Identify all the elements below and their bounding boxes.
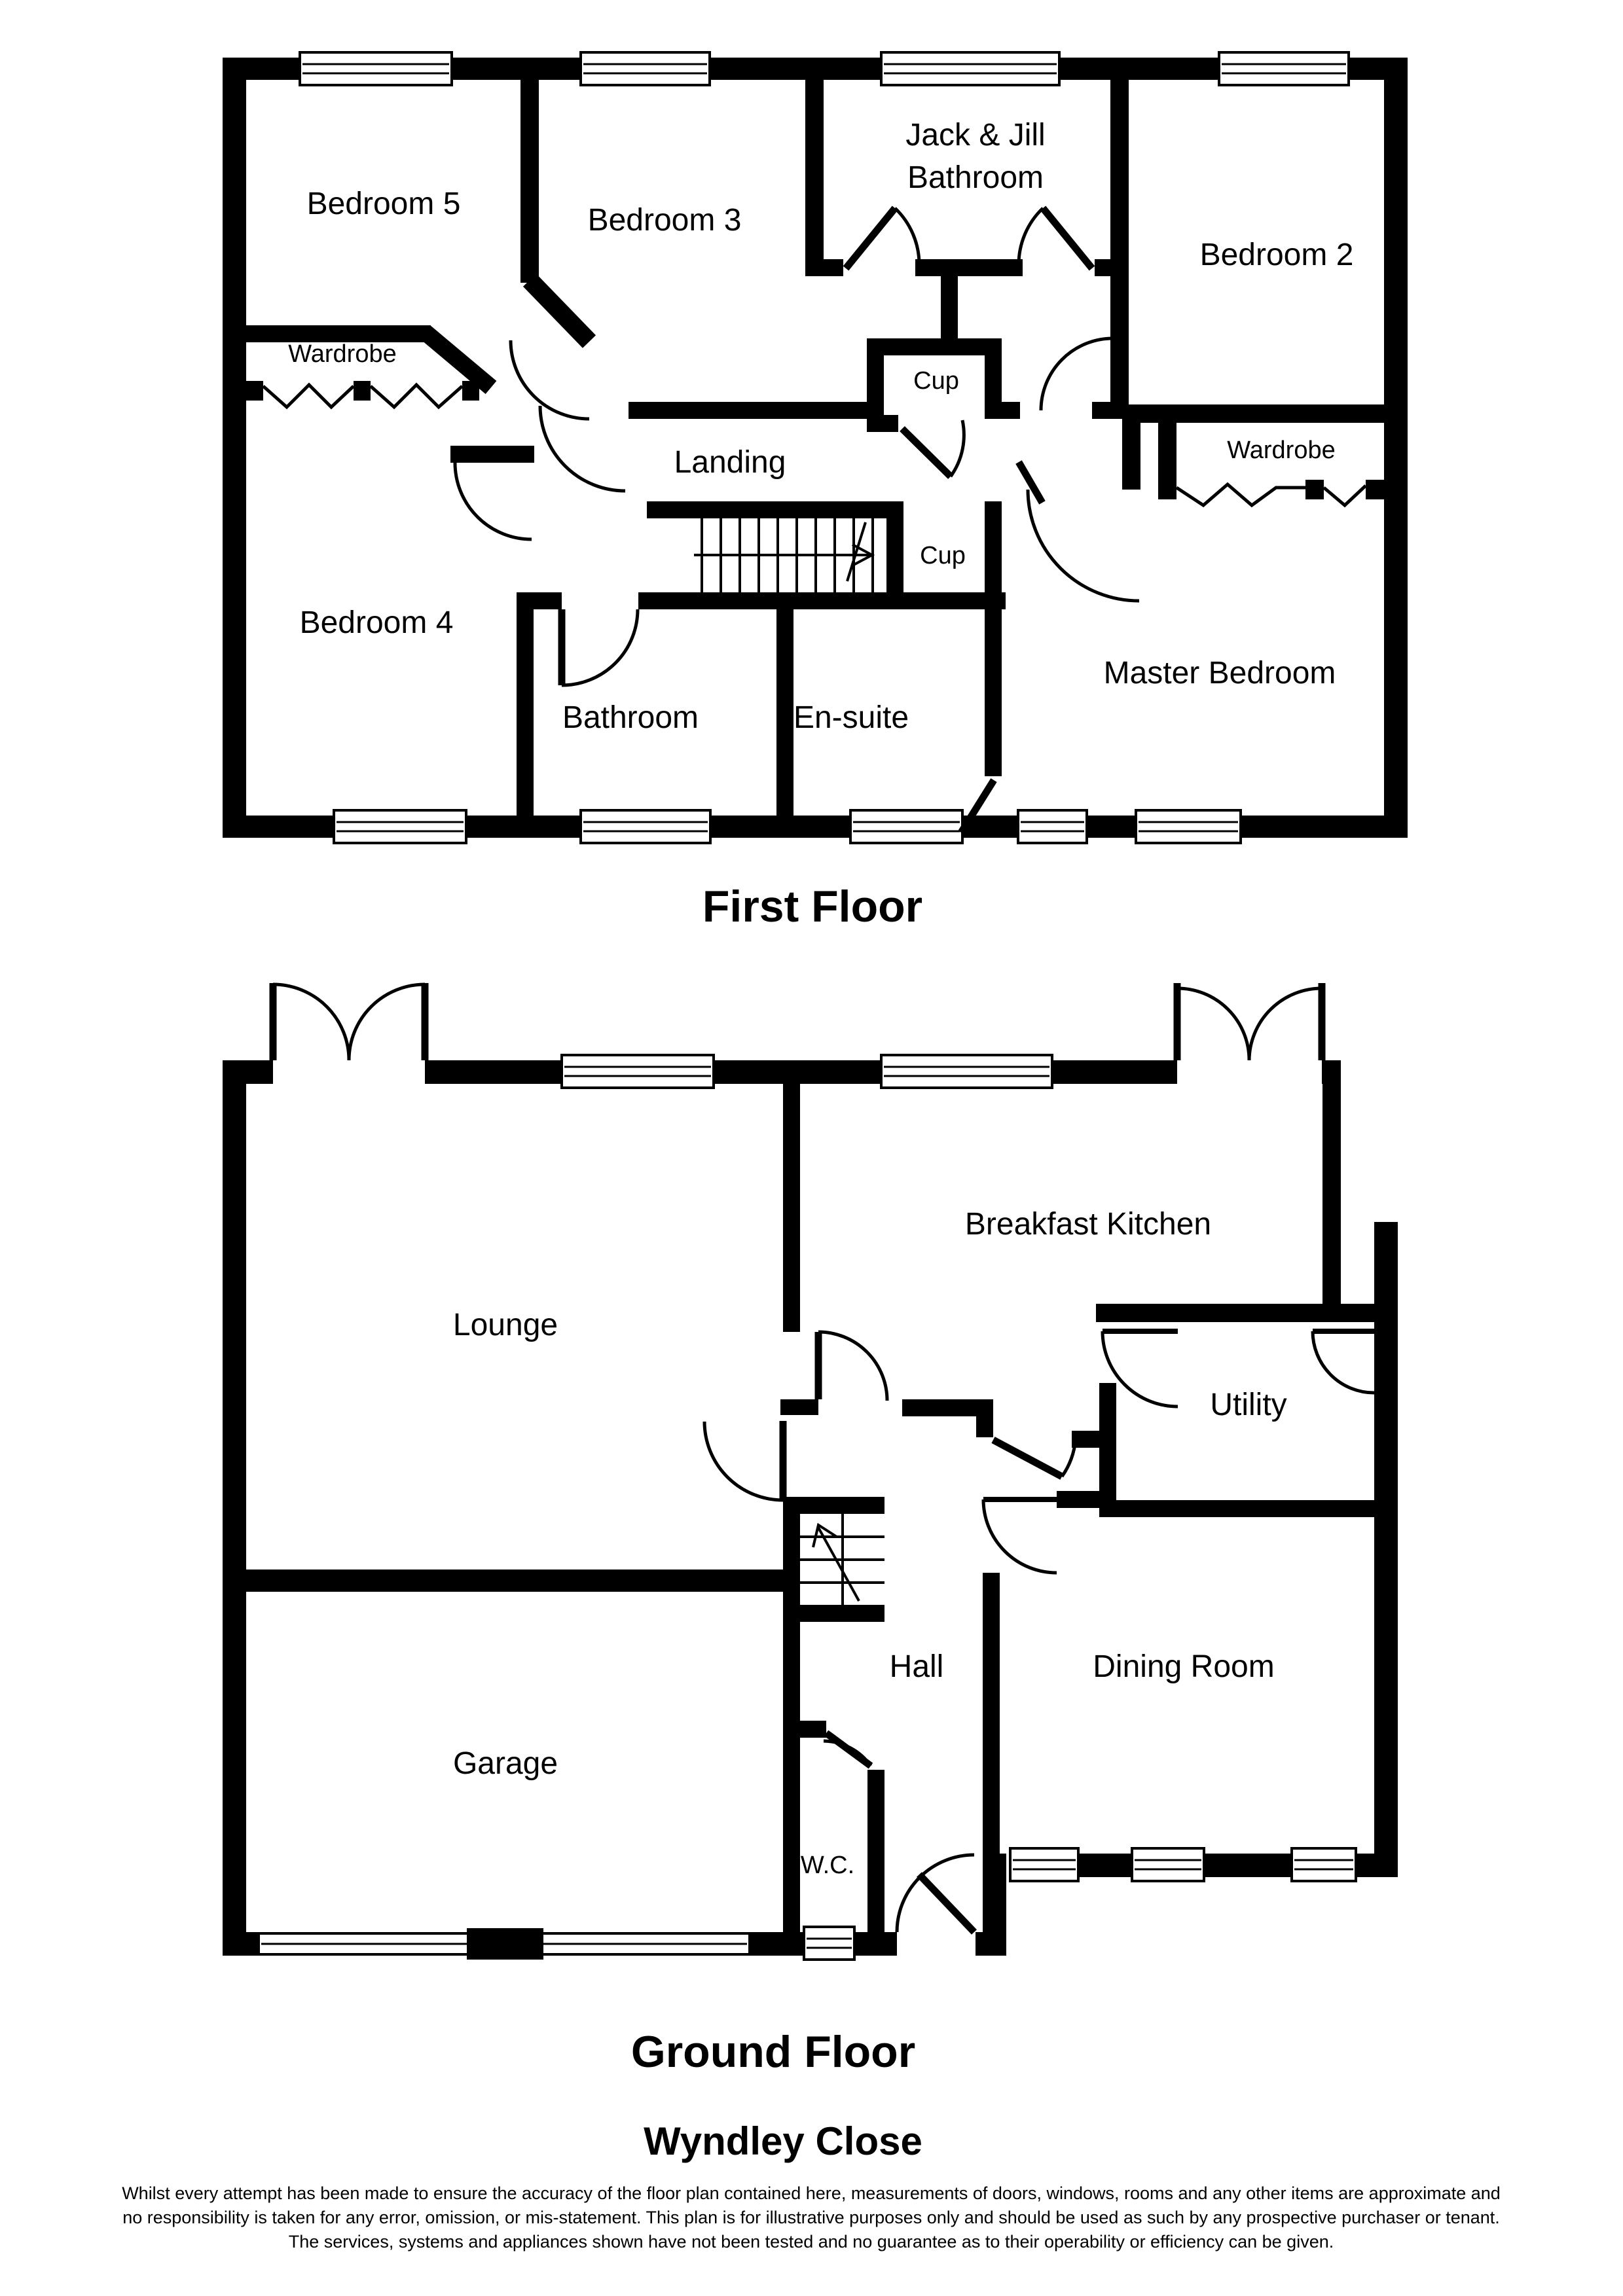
- room-label-utility: Utility: [1210, 1388, 1286, 1422]
- master-bedroom-door-arc: [1026, 489, 1140, 603]
- ground-floor-interior-walls: [246, 1084, 1374, 1932]
- master-bedroom-door-leaf: [1015, 460, 1046, 505]
- wc-door-leaf: [824, 1730, 873, 1769]
- garage-doors: [257, 1928, 751, 1960]
- window: [1290, 1847, 1357, 1882]
- window: [1135, 809, 1242, 844]
- stairs-break-mark: [846, 522, 867, 582]
- room-label-cup-lower: Cup: [920, 542, 966, 569]
- kitchen-door-arc: [818, 1330, 889, 1401]
- disclaimer-line-1: Whilst every attempt has been made to en…: [122, 2183, 1501, 2203]
- jack-jill-door-right-leaf: [1040, 206, 1095, 271]
- wardrobe-left-bifold: [262, 382, 464, 410]
- room-label-hall: Hall: [890, 1649, 944, 1684]
- disclaimer-line-3: The services, systems and appliances sho…: [289, 2232, 1334, 2251]
- room-label-master-bedroom: Master Bedroom: [1104, 656, 1336, 691]
- front-door-arc: [895, 1853, 975, 1933]
- room-label-wardrobe-left: Wardrobe: [288, 340, 396, 368]
- first-floor-doors: [453, 206, 1140, 834]
- window: [880, 51, 1061, 86]
- utility-door-right-arc: [1311, 1331, 1375, 1395]
- window: [1131, 1847, 1205, 1882]
- stairs-arrow-head: [852, 543, 875, 567]
- front-door-leaf: [917, 1872, 977, 1935]
- bedroom4-door-arc: [453, 462, 532, 541]
- disclaimer: Whilst every attempt has been made to en…: [122, 2183, 1501, 2251]
- jack-jill-door-right-arc: [1017, 207, 1044, 265]
- wc-door-arc: [823, 1739, 873, 1767]
- window: [1017, 809, 1088, 844]
- bedroom2-door-arc: [1039, 336, 1114, 411]
- room-label-ensuite: En-suite: [793, 700, 909, 735]
- room-label-dining-room: Dining Room: [1093, 1649, 1274, 1684]
- ground-floor-title: Ground Floor: [631, 2027, 915, 2077]
- jack-jill-door-left-arc: [894, 207, 921, 265]
- window: [1009, 1847, 1080, 1882]
- first-floor-interior-walls: [246, 80, 1385, 838]
- lounge-french-doors: [269, 982, 429, 1061]
- dining-door-arc: [981, 1499, 1057, 1575]
- hall-corridor-door-leaf: [991, 1437, 1064, 1480]
- cupboard-upper-door-leaf: [900, 426, 953, 479]
- window: [1218, 51, 1350, 86]
- ensuite-door-leaf: [958, 778, 997, 834]
- room-label-landing: Landing: [674, 445, 786, 480]
- ground-floor-outer-walls: [223, 1060, 1398, 1956]
- room-label-jack-jill-line1: Jack & Jill: [905, 118, 1045, 152]
- window: [299, 51, 453, 86]
- stairs-arrow-head: [812, 1522, 838, 1548]
- utility-door-left-arc: [1101, 1331, 1178, 1408]
- room-label-lounge: Lounge: [453, 1308, 558, 1342]
- room-label-bedroom-4: Bedroom 4: [300, 605, 454, 640]
- first-floor-outer-walls: [223, 58, 1408, 838]
- wc-window: [803, 1926, 856, 1961]
- ensuite-door-arc: [960, 817, 998, 834]
- room-label-bedroom-3: Bedroom 3: [588, 203, 742, 238]
- room-label-garage: Garage: [453, 1746, 558, 1781]
- bedroom5-door-arc: [509, 340, 590, 421]
- ground-floor-plan: Lounge Breakfast Kitchen Utility Hall Di…: [223, 982, 1398, 1961]
- ground-floor-doors: [702, 1329, 1375, 1935]
- window: [579, 51, 711, 86]
- kitchen-french-doors: [1173, 983, 1326, 1061]
- room-label-bathroom: Bathroom: [562, 700, 699, 735]
- cupboard-upper-door-arc: [949, 420, 966, 478]
- first-floor-windows: [299, 51, 1350, 844]
- room-label-bedroom-5: Bedroom 5: [307, 187, 461, 221]
- jack-jill-door-left-leaf: [843, 206, 898, 271]
- ground-floor-stairs: [800, 1514, 884, 1605]
- window: [849, 809, 964, 844]
- first-floor-plan: Bedroom 5 Bedroom 3 Jack & Jill Bathroom…: [223, 51, 1408, 844]
- window: [880, 1054, 1053, 1089]
- disclaimer-line-2: no responsibility is taken for any error…: [122, 2208, 1500, 2227]
- address-title: Wyndley Close: [644, 2119, 922, 2163]
- window: [579, 809, 712, 844]
- lounge-door-arc: [702, 1421, 784, 1502]
- ground-floor-windows: [560, 1054, 1357, 1961]
- hall-corridor-door-arc: [1060, 1438, 1078, 1478]
- room-label-breakfast-kitchen: Breakfast Kitchen: [965, 1207, 1211, 1242]
- room-label-wardrobe-right: Wardrobe: [1227, 437, 1335, 464]
- bathroom-door-arc: [561, 609, 640, 687]
- bedroom3-door-arc: [538, 405, 626, 493]
- room-label-bedroom-2: Bedroom 2: [1200, 238, 1354, 272]
- window: [333, 809, 467, 844]
- first-floor-stairs: [694, 518, 875, 592]
- first-floor-title: First Floor: [702, 882, 922, 931]
- wardrobe-right-bifold: [1175, 482, 1367, 508]
- stairs-up-arrow: [817, 1527, 860, 1602]
- room-label-jack-jill-line2: Bathroom: [907, 160, 1044, 195]
- room-label-cup-upper: Cup: [913, 367, 959, 395]
- window: [560, 1054, 715, 1089]
- room-label-wc: W.C.: [801, 1852, 854, 1879]
